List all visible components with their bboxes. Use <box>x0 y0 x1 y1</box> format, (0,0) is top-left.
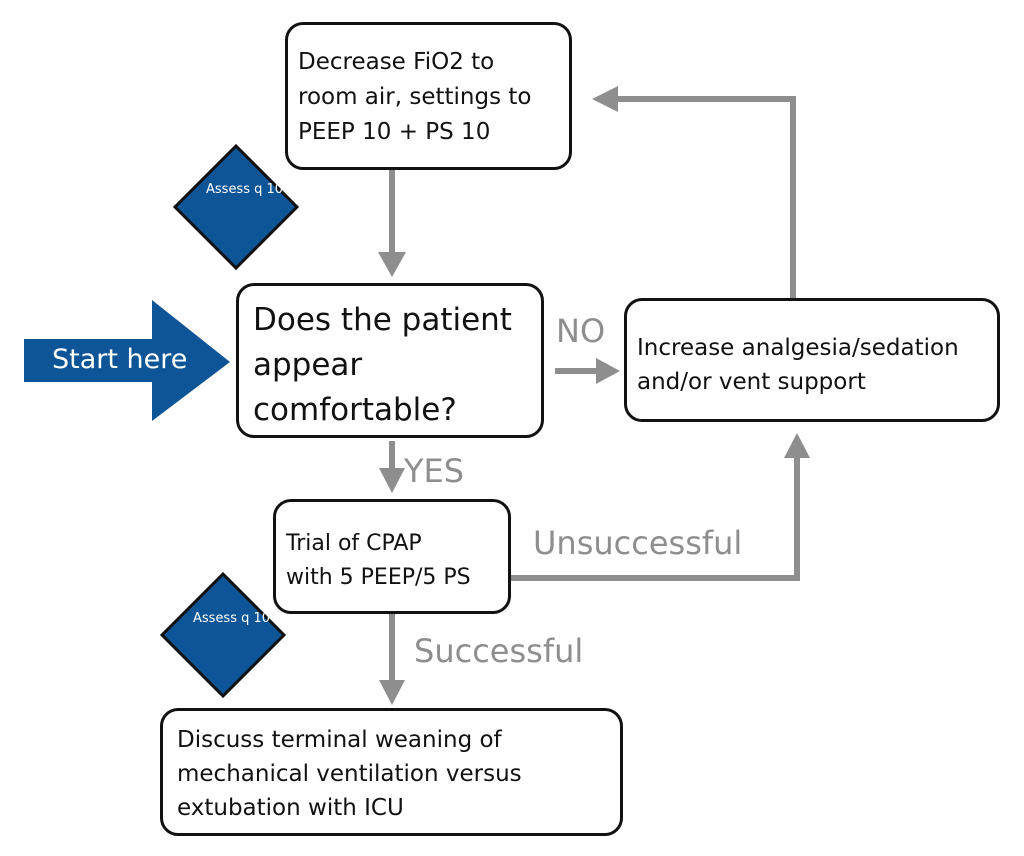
edge-label-no: NO <box>556 312 606 350</box>
node-question-line-2: appear <box>253 347 363 383</box>
assess-2-line-1: Assess <box>193 611 237 626</box>
assess-1-line-2: q 10 <box>254 182 284 197</box>
node-question-line-1: Does the patient <box>253 302 512 338</box>
node-increase-line-2: and/or vent support <box>637 369 866 395</box>
node-discuss-line-3: extubation with ICU <box>177 795 404 821</box>
edge-label-yes: YES <box>404 452 465 490</box>
start-here-label[interactable]: Start here <box>52 344 188 375</box>
node-decrease-line-2: room air, settings to <box>298 84 532 110</box>
node-increase-line-1: Increase analgesia/sedation <box>637 335 959 361</box>
assess-badge-1: Assess q 10 mins <box>206 180 319 200</box>
arrow-trial-to-increase <box>511 433 810 581</box>
node-decrease-fio2[interactable]: Decrease FiO2 to room air, settings to P… <box>285 22 572 170</box>
assess-2-line-2: q 10 <box>241 611 271 626</box>
arrow-question-to-trial <box>379 441 405 493</box>
edge-label-successful: Successful <box>414 632 584 670</box>
node-discuss-line-1: Discuss terminal weaning of <box>177 727 502 753</box>
node-trial-cpap[interactable]: Trial of CPAP with 5 PEEP/5 PS <box>273 499 511 614</box>
node-increase-support[interactable]: Increase analgesia/sedation and/or vent … <box>624 298 1000 422</box>
assess-badge-2: Assess q 10 mins <box>193 609 306 629</box>
node-question-line-3: comfortable? <box>253 392 457 428</box>
edge-label-unsuccessful: Unsuccessful <box>533 524 743 562</box>
node-trial-line-2: with 5 PEEP/5 PS <box>286 565 471 590</box>
start-arrow-shape[interactable] <box>24 300 230 421</box>
assess-diamond-1 <box>172 143 300 271</box>
assess-diamond-2 <box>159 571 287 699</box>
node-trial-line-1: Trial of CPAP <box>286 531 422 556</box>
arrow-decrease-to-question <box>378 170 406 277</box>
arrow-question-to-increase <box>555 358 620 384</box>
assess-2-line-3: mins <box>274 611 306 626</box>
node-decrease-line-1: Decrease FiO2 to <box>298 49 495 75</box>
assess-1-line-3: mins <box>287 182 319 197</box>
arrow-increase-to-decrease <box>592 86 796 298</box>
arrow-trial-to-discuss <box>379 614 405 705</box>
node-decrease-line-3: PEEP 10 + PS 10 <box>298 119 491 145</box>
assess-1-line-1: Assess <box>206 182 250 197</box>
node-comfortable-question[interactable]: Does the patient appear comfortable? <box>236 283 544 438</box>
node-discuss-line-2: mechanical ventilation versus <box>177 761 522 787</box>
node-discuss-weaning[interactable]: Discuss terminal weaning of mechanical v… <box>160 708 623 836</box>
